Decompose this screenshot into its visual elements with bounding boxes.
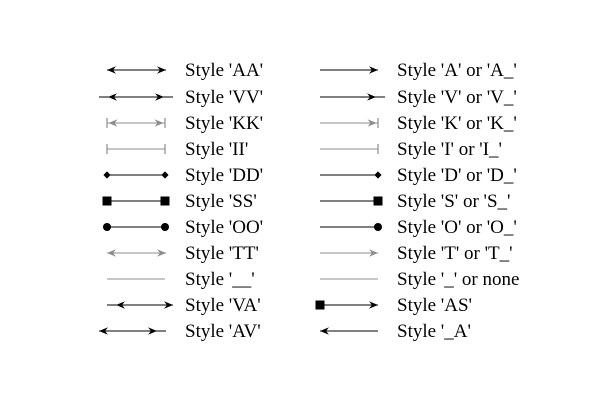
left-row-ii: Style 'II' <box>106 139 248 160</box>
style-label: Style '_' or none <box>397 269 519 290</box>
arrow-sample <box>320 93 385 101</box>
right-row-i: Style 'I' or 'I_' <box>320 139 502 160</box>
arrowhead-icon <box>367 119 377 127</box>
circle-cap-icon <box>374 223 382 231</box>
style-label: Style 'II' <box>185 139 248 160</box>
arrowhead-icon <box>369 66 378 74</box>
arrow-sample <box>320 249 378 257</box>
arrowhead-icon <box>157 66 166 74</box>
arrowhead-icon <box>99 327 108 335</box>
square-cap-icon <box>102 196 112 206</box>
left-row-aa: Style 'AA' <box>107 60 263 81</box>
arrow-sample <box>320 118 379 128</box>
square-cap-icon <box>315 300 325 310</box>
arrowhead-icon <box>108 119 118 127</box>
right-row-a: Style 'A' or 'A_' <box>320 60 517 81</box>
arrow-sample <box>107 66 166 74</box>
arrowhead-icon <box>108 93 117 101</box>
left-row-uu: Style '__' <box>107 269 255 290</box>
arrow-sample <box>107 249 166 257</box>
style-label: Style 'VV' <box>185 87 263 108</box>
arrow-sample <box>320 66 378 74</box>
arrow-sample <box>103 171 169 179</box>
arrowhead-icon <box>369 249 378 257</box>
left-row-oo: Style 'OO' <box>103 217 263 238</box>
style-label: Style 'O' or 'O_' <box>397 217 517 238</box>
right-row-u: Style '_' or none <box>320 269 519 290</box>
right-row-o: Style 'O' or 'O_' <box>320 217 517 238</box>
style-label: Style 'V' or 'V_' <box>397 87 517 108</box>
arrowhead-icon <box>369 301 378 309</box>
style-label: Style '_A' <box>397 321 471 342</box>
arrow-sample <box>320 223 382 231</box>
arrowhead-icon <box>148 327 157 335</box>
diamond-cap-icon <box>103 171 111 179</box>
left-row-va: Style 'VA' <box>107 295 261 316</box>
arrow-sample <box>320 144 379 154</box>
arrow-sample <box>102 196 170 206</box>
style-label: Style 'A' or 'A_' <box>397 60 517 81</box>
arrow-sample <box>106 118 166 128</box>
style-label: Style 'OO' <box>185 217 263 238</box>
style-label: Style 'T' or 'T_' <box>397 243 513 264</box>
left-row-ss: Style 'SS' <box>102 191 257 212</box>
style-label: Style 'AV' <box>185 321 261 342</box>
circle-cap-icon <box>161 223 169 231</box>
arrow-sample <box>99 93 173 101</box>
left-row-tt: Style 'TT' <box>107 243 259 264</box>
square-cap-icon <box>373 196 383 206</box>
style-label: Style 'AA' <box>185 60 263 81</box>
left-row-dd: Style 'DD' <box>103 165 263 186</box>
arrowhead-icon <box>320 327 329 335</box>
arrow-sample <box>320 171 382 179</box>
right-row-t: Style 'T' or 'T_' <box>320 243 513 264</box>
arrowhead-icon <box>155 93 164 101</box>
style-label: Style 'D' or 'D_' <box>397 165 517 186</box>
left-row-av: Style 'AV' <box>99 321 261 342</box>
diamond-cap-icon <box>161 171 169 179</box>
left-row-vv: Style 'VV' <box>99 87 263 108</box>
diamond-cap-icon <box>374 171 382 179</box>
style-label: Style 'K' or 'K_' <box>397 113 517 134</box>
arrowhead-icon <box>157 249 166 257</box>
left-column: Style 'AA' Style 'VV' Style 'KK' Style 'II'… <box>99 60 263 342</box>
square-cap-icon <box>160 196 170 206</box>
style-label: Style 'S' or 'S_' <box>397 191 510 212</box>
style-label: Style 'DD' <box>185 165 263 186</box>
arrow-sample <box>106 144 166 154</box>
arrow-sample <box>315 300 378 310</box>
style-label: Style 'SS' <box>185 191 257 212</box>
arrow-sample <box>320 327 378 335</box>
arrowhead-icon <box>367 93 376 101</box>
arrow-sample <box>107 301 173 309</box>
style-label: Style 'KK' <box>185 113 263 134</box>
style-label: Style 'I' or 'I_' <box>397 139 502 160</box>
style-label: Style 'VA' <box>185 295 261 316</box>
right-row-d: Style 'D' or 'D_' <box>320 165 517 186</box>
left-row-kk: Style 'KK' <box>106 113 263 134</box>
right-row-v: Style 'V' or 'V_' <box>320 87 517 108</box>
right-row-k: Style 'K' or 'K_' <box>320 113 517 134</box>
right-column: Style 'A' or 'A_' Style 'V' or 'V_' Style … <box>315 60 519 342</box>
arrow-sample <box>103 223 169 231</box>
right-row-s: Style 'S' or 'S_' <box>320 191 510 212</box>
arrowhead-icon <box>164 301 173 309</box>
style-label: Style 'TT' <box>185 243 259 264</box>
arrow-sample <box>99 327 166 335</box>
arrowhead-icon <box>107 66 116 74</box>
right-row-ua: Style '_A' <box>320 321 471 342</box>
arrowhead-icon <box>116 301 125 309</box>
arrow-sample <box>320 196 383 206</box>
arrowhead-icon <box>154 119 164 127</box>
style-label: Style '__' <box>185 269 255 290</box>
style-label: Style 'AS' <box>397 295 472 316</box>
circle-cap-icon <box>103 223 111 231</box>
right-row-as: Style 'AS' <box>315 295 472 316</box>
arrowhead-icon <box>107 249 116 257</box>
